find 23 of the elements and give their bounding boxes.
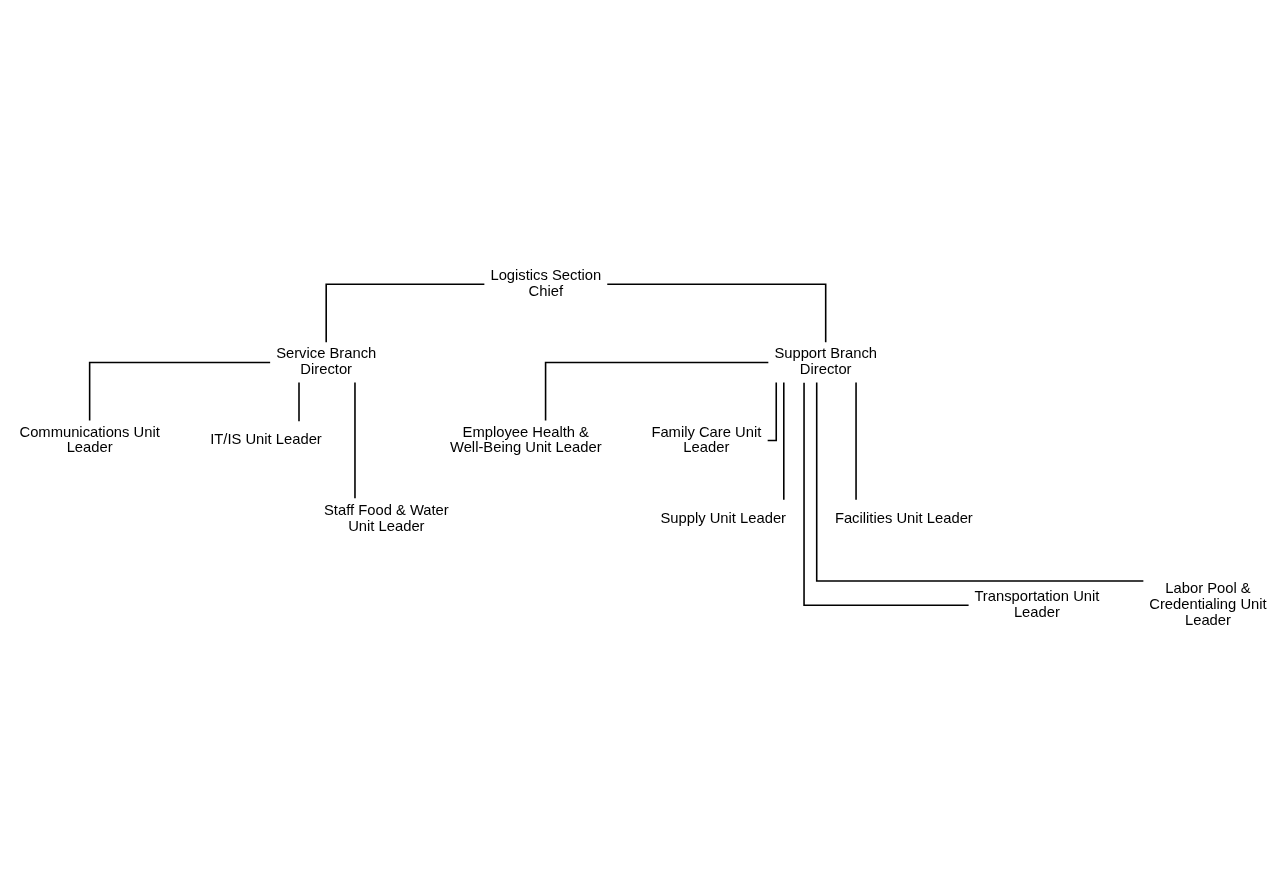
connector (855, 381, 857, 500)
node-text: Communications Unit Leader (19, 423, 160, 455)
connector (544, 361, 770, 421)
node-text: Employee Health & Well-Being Unit Leader (449, 423, 602, 455)
node-text: Staff Food & Water Unit Leader (324, 501, 449, 534)
node-text: Supply Unit Leader (660, 509, 787, 526)
node-text: Support Branch Director (774, 344, 877, 377)
connector (606, 283, 827, 343)
connector (803, 381, 970, 606)
node-text: Service Branch Director (276, 344, 377, 377)
node-text: IT/IS Unit Leader (210, 430, 322, 447)
node-text: Facilities Unit Leader (834, 509, 973, 526)
connector (298, 381, 300, 422)
connector (766, 381, 778, 441)
connector (325, 283, 486, 343)
connector (783, 381, 785, 500)
node-text: Logistics Section Chief (490, 266, 602, 299)
connector (354, 381, 356, 499)
connector (815, 381, 1145, 582)
node-text: Labor Pool & Credentialing Unit Leader (1149, 579, 1267, 628)
node-text: Family Care Unit Leader (651, 423, 762, 455)
connector (88, 361, 271, 421)
node-text: Transportation Unit Leader (974, 587, 1100, 620)
